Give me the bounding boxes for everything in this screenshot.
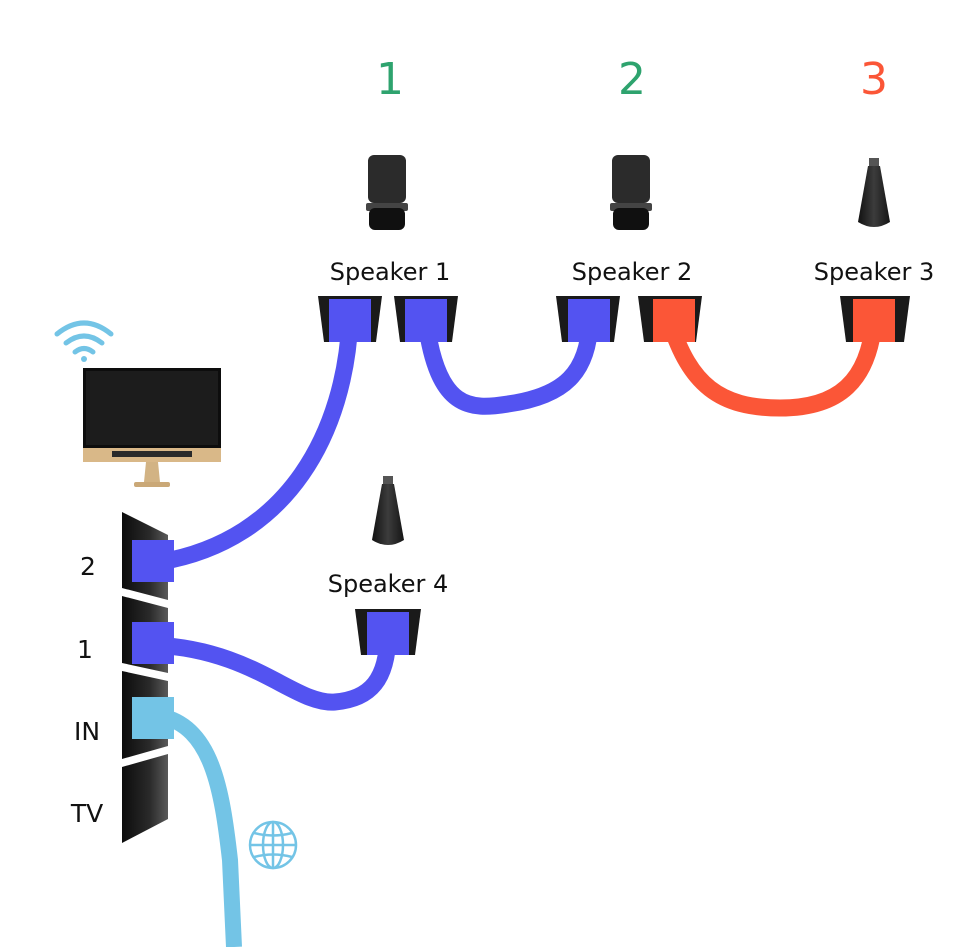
cable-speaker2-to-speaker3 bbox=[661, 313, 883, 417]
tv-port-label-tv: TV bbox=[70, 799, 103, 828]
plug-speaker-1-a bbox=[329, 299, 371, 342]
plug-speaker-3 bbox=[853, 299, 895, 342]
round-speaker-icon bbox=[366, 155, 408, 230]
cable-internet-in bbox=[157, 708, 242, 947]
plug-speaker-2-a bbox=[568, 299, 610, 342]
group-number-3: 3 bbox=[860, 54, 888, 105]
globe-icon bbox=[248, 820, 298, 870]
cone-speaker-icon bbox=[858, 158, 890, 227]
tv-port-label-1: 1 bbox=[77, 635, 93, 664]
cable-tv-port2-to-speaker1 bbox=[151, 311, 359, 571]
plug-speaker-1-b bbox=[405, 299, 447, 342]
cable-speaker1-to-speaker2 bbox=[417, 313, 599, 415]
television-icon bbox=[83, 368, 221, 487]
plug-speaker-4 bbox=[367, 612, 409, 655]
plug-tv-port-in bbox=[132, 697, 174, 739]
cone-speaker-icon bbox=[372, 476, 404, 545]
round-speaker-icon bbox=[610, 155, 652, 230]
speaker-label-1: Speaker 1 bbox=[330, 258, 451, 286]
speaker-label-4: Speaker 4 bbox=[328, 570, 449, 598]
tv-port-label-2: 2 bbox=[80, 552, 96, 581]
cable-tv-port1-to-speaker4 bbox=[146, 623, 397, 711]
wifi-icon bbox=[54, 320, 114, 362]
tv-port-label-in: IN bbox=[74, 717, 100, 746]
group-number-1: 1 bbox=[376, 54, 404, 105]
plug-speaker-2-b bbox=[653, 299, 695, 342]
speaker-label-2: Speaker 2 bbox=[572, 258, 693, 286]
group-number-2: 2 bbox=[618, 54, 646, 105]
speaker-label-3: Speaker 3 bbox=[814, 258, 935, 286]
plug-tv-port-1 bbox=[132, 622, 174, 664]
plug-tv-port-2 bbox=[132, 540, 174, 582]
